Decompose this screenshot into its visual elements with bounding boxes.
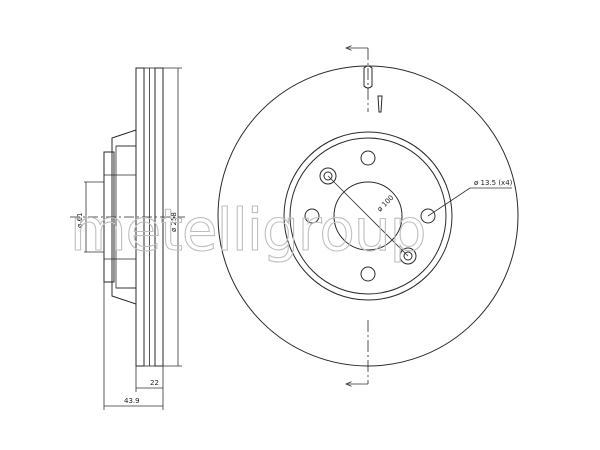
hub-ring-inner	[289, 137, 447, 295]
bolt-hole	[304, 208, 320, 224]
hole-diameter-label: ø 13.5 (x4)	[474, 179, 513, 187]
bolt-hole	[399, 247, 417, 265]
front-view: ø 100 ø 13.5 (x4)	[217, 48, 519, 384]
hub-ring-outer	[283, 131, 453, 301]
outer-diameter-label: ø 258	[170, 212, 178, 232]
bolt-hole-center	[403, 251, 413, 261]
bolt-hole-center	[323, 171, 333, 181]
brand-watermark: metelligroup	[70, 196, 425, 264]
hub-hat	[111, 129, 137, 305]
disc-thickness-label: 22	[150, 379, 159, 387]
side-section-view: ø 61 ø 258 22 43.9	[70, 67, 185, 410]
total-height-label: 43.9	[124, 397, 140, 405]
bolt-hole	[360, 150, 376, 166]
vent-mark	[363, 65, 373, 89]
vent-mark	[377, 95, 383, 113]
bolt-hole	[420, 208, 436, 224]
bolt-hole	[319, 167, 337, 185]
hub-diameter-label: ø 61	[76, 213, 84, 228]
bolt-hole	[360, 266, 376, 282]
center-bore	[333, 181, 403, 251]
